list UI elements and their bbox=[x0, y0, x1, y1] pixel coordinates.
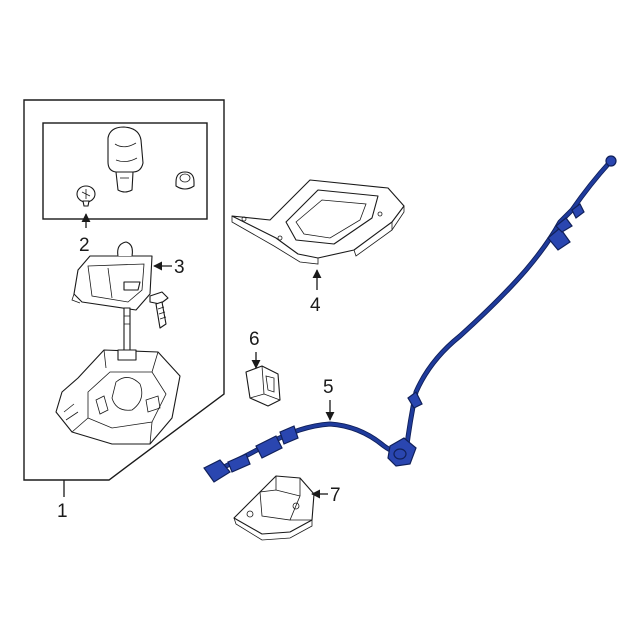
small-screw bbox=[76, 185, 96, 207]
callout-3-label: 3 bbox=[174, 257, 185, 278]
callout-5: 5 bbox=[323, 377, 335, 421]
callout-4: 4 bbox=[310, 269, 322, 316]
callout-7: 7 bbox=[311, 485, 341, 506]
callout-6-label: 6 bbox=[249, 329, 260, 350]
kit-box bbox=[42, 122, 208, 220]
callout-5-label: 5 bbox=[323, 377, 334, 398]
callout-4-label: 4 bbox=[310, 295, 321, 316]
console-plate bbox=[231, 179, 405, 265]
assembly-bracket-frame bbox=[23, 99, 225, 481]
cable-clip bbox=[245, 365, 281, 407]
callout-1: 1 bbox=[57, 480, 68, 522]
button-cap bbox=[175, 171, 195, 190]
shift-knob bbox=[107, 126, 144, 193]
cable-bracket bbox=[233, 475, 315, 541]
shift-cable bbox=[203, 155, 617, 483]
callout-2-label: 2 bbox=[79, 235, 90, 256]
callout-7-label: 7 bbox=[330, 485, 341, 506]
callout-2: 2 bbox=[79, 213, 91, 256]
callout-6: 6 bbox=[249, 329, 261, 369]
shifter-bezel bbox=[71, 241, 153, 311]
shifter-base bbox=[55, 349, 181, 445]
callout-3: 3 bbox=[153, 257, 185, 278]
callout-1-label: 1 bbox=[57, 501, 68, 522]
mount-bolt bbox=[149, 291, 169, 329]
